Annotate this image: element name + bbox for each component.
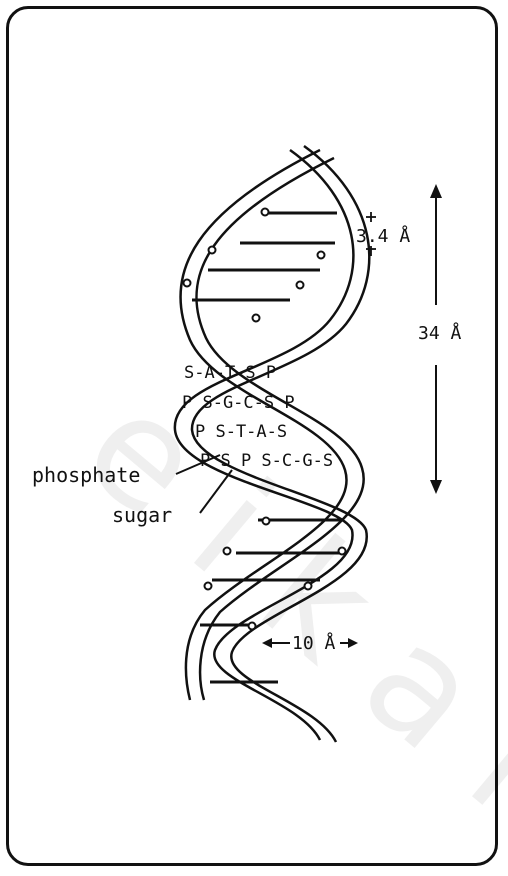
phosphate-dot: [318, 252, 325, 259]
base-row: P S-T-A-S: [195, 422, 287, 442]
pitch-label: 34 Å: [418, 322, 462, 344]
phosphate-dot: [249, 623, 256, 630]
sugar-label: sugar: [112, 503, 172, 527]
base-row: P S-G-C-S P: [182, 393, 295, 413]
base-rise-dimension: 3.4 Å: [356, 212, 410, 256]
phosphate-dot: [184, 280, 191, 287]
phosphate-dot: [339, 548, 346, 555]
pitch-arrow-down-head: [430, 480, 442, 494]
phosphate-dot: [209, 247, 216, 254]
base-rise-label: 3.4 Å: [356, 225, 410, 247]
phosphate-dot: [262, 209, 269, 216]
phosphate-dot: [224, 548, 231, 555]
base-row: P S P S-C-G-S: [200, 451, 333, 471]
phosphate-dot: [305, 583, 312, 590]
phosphate-dot: [205, 583, 212, 590]
diameter-label: 10 Å: [292, 632, 336, 654]
pitch-arrow-up-head: [430, 184, 442, 198]
phosphate-dot: [263, 518, 270, 525]
phosphate-dot: [253, 315, 260, 322]
base-row: S-A-T-S P: [184, 363, 276, 383]
phosphate-label: phosphate: [32, 463, 140, 487]
phosphate-dot: [297, 282, 304, 289]
